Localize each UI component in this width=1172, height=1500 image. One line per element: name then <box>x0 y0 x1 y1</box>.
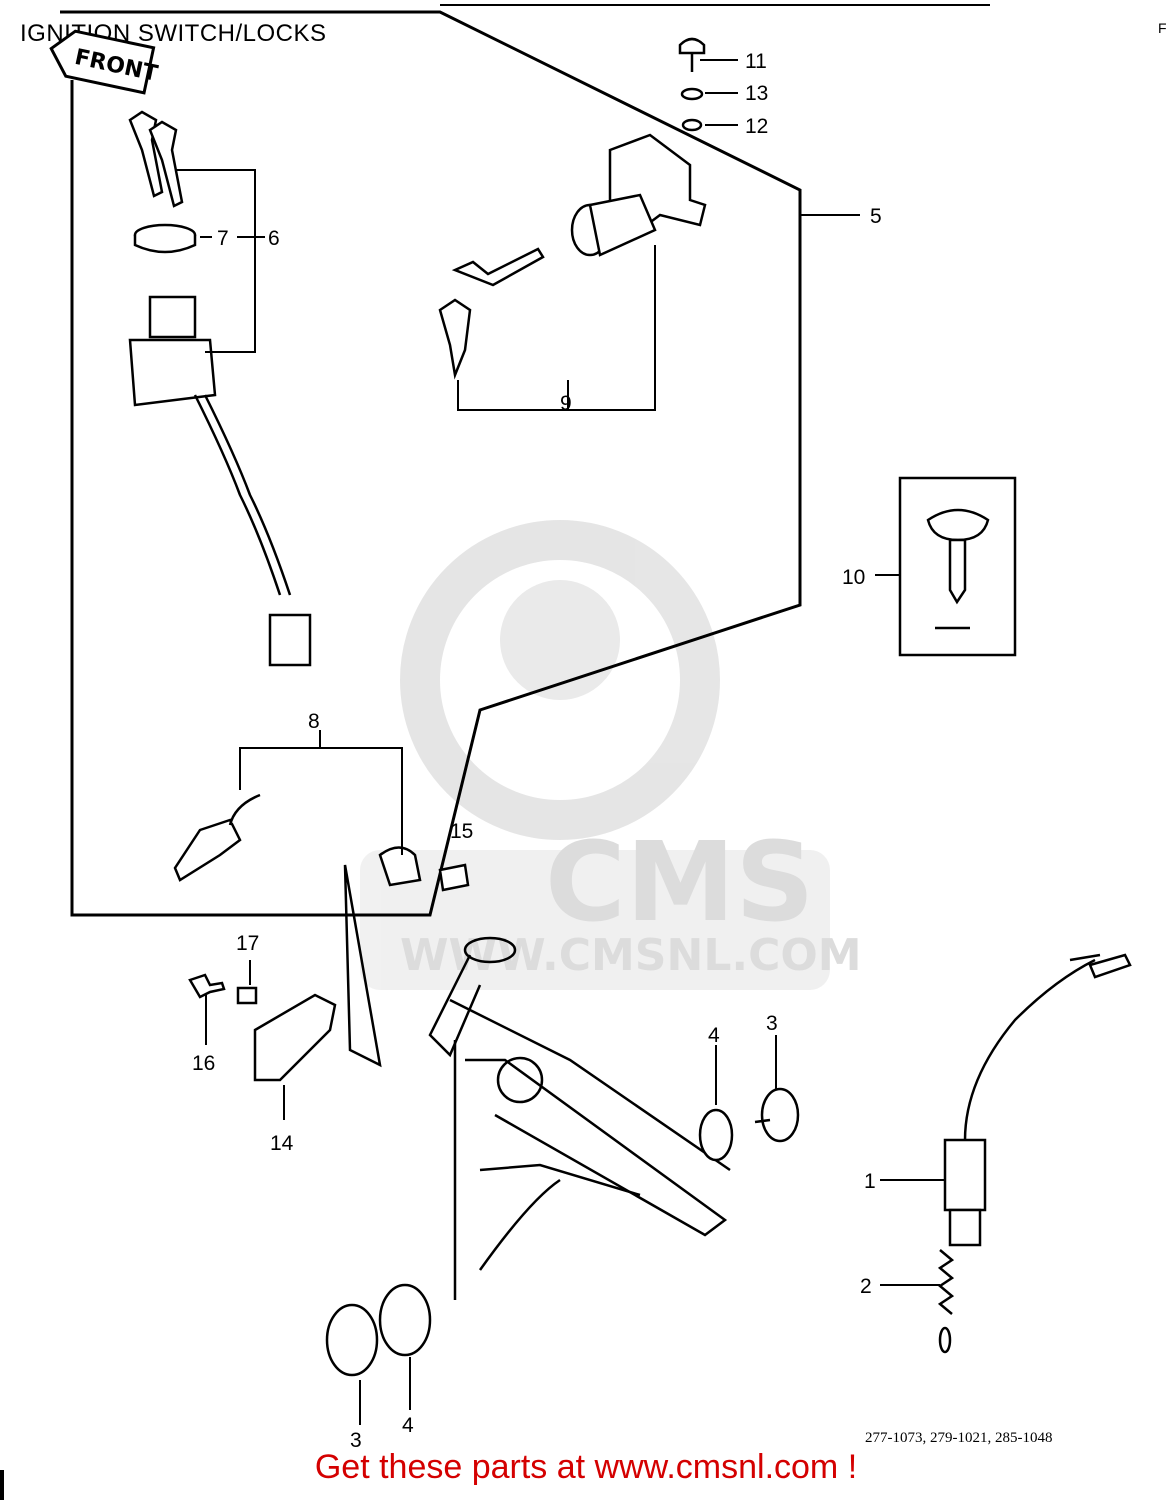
front-arrow: FRONT <box>49 29 160 95</box>
cover-plate-part <box>188 864 382 1082</box>
callout-17: 17 <box>236 932 259 955</box>
cms-watermark: CMS WWW.CMSNL.COM <box>360 520 862 990</box>
callout-15: 15 <box>450 820 473 843</box>
callout-3-upper: 3 <box>766 1012 778 1035</box>
seat-lock-part <box>173 793 470 892</box>
frame-section <box>428 936 731 1300</box>
callout-1: 1 <box>864 1170 876 1193</box>
callout-8: 8 <box>308 710 320 733</box>
grommet-pair-lower <box>325 1283 432 1377</box>
callout-16: 16 <box>192 1052 215 1075</box>
screw-washer-hardware <box>678 37 706 132</box>
callout-7: 7 <box>217 227 229 250</box>
key-blank-card <box>898 476 1017 657</box>
callout-4-upper: 4 <box>708 1024 720 1047</box>
catalog-codes: 277-1073, 279-1021, 285-1048 <box>865 1430 1053 1446</box>
callout-3-lower: 3 <box>350 1429 362 1452</box>
callout-11: 11 <box>745 50 767 73</box>
callout-4-lower: 4 <box>402 1414 414 1437</box>
callout-14: 14 <box>270 1132 294 1155</box>
ignition-switch-part <box>128 110 312 667</box>
callout-10: 10 <box>842 566 865 589</box>
steering-lock-part <box>438 133 707 380</box>
cmsnl-footer-link[interactable]: Get these parts at www.cmsnl.com ! <box>314 1448 858 1486</box>
callout-6: 6 <box>268 227 280 250</box>
callout-5: 5 <box>870 205 882 228</box>
callout-12: 12 <box>745 115 768 138</box>
callout-13: 13 <box>745 82 768 105</box>
grommet-pair-upper <box>698 1087 800 1162</box>
callout-2: 2 <box>860 1275 872 1298</box>
kit-boundary-line <box>60 10 802 917</box>
corner-mark: F <box>1158 20 1167 36</box>
stop-switch-part <box>937 953 1132 1354</box>
callout-9: 9 <box>560 392 572 415</box>
watermark-brand: CMS <box>545 818 814 946</box>
